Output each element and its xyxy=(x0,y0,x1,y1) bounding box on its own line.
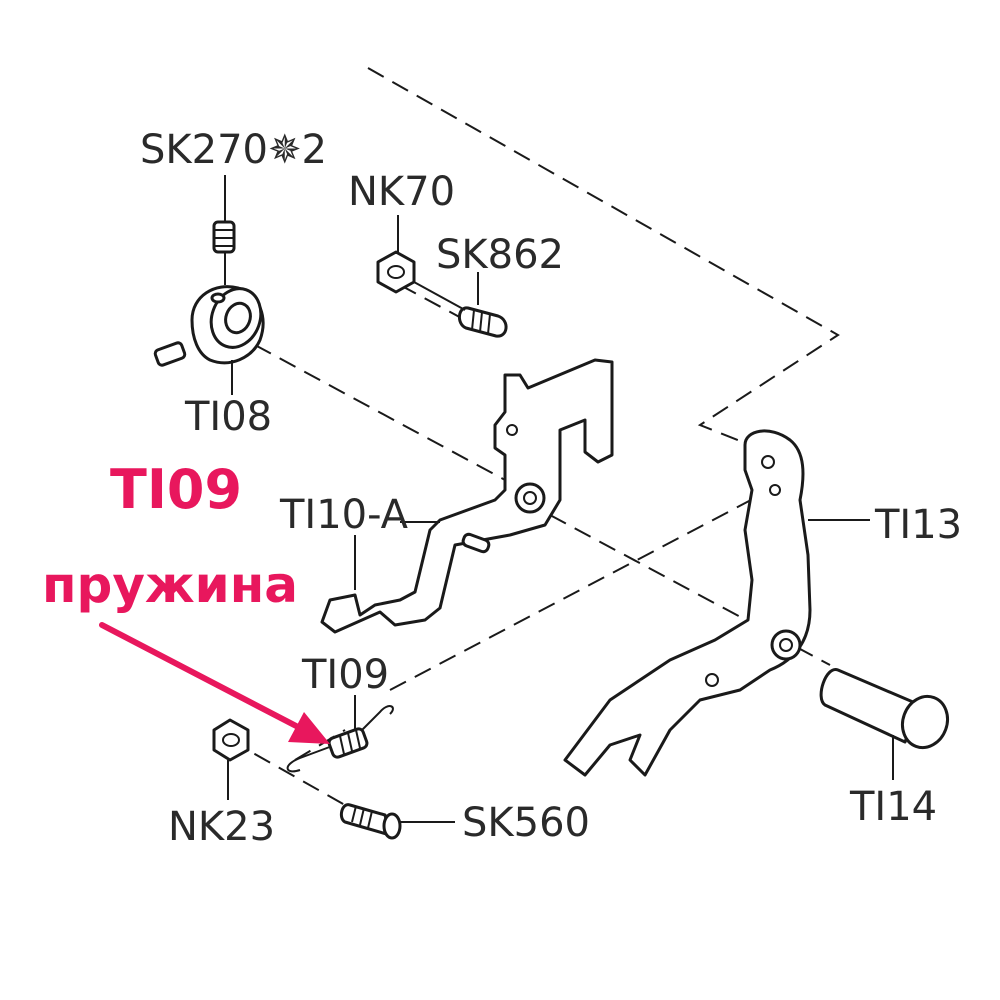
screw-sk560 xyxy=(339,803,402,840)
bracket-ti10a xyxy=(320,358,614,634)
lever-ti13 xyxy=(563,429,812,777)
nut-nk23 xyxy=(212,718,250,762)
spring-ti09 xyxy=(286,705,394,773)
label-nk70: NK70 xyxy=(348,169,455,215)
label-sk560: SK560 xyxy=(462,800,590,846)
set-screw-sk270 xyxy=(212,220,236,254)
pin-ti14 xyxy=(819,668,950,750)
set-screw-sk270-side xyxy=(153,341,187,367)
label-sk862: SK862 xyxy=(436,232,564,278)
label-ti08: TI08 xyxy=(184,394,272,440)
leader-lines xyxy=(224,175,894,823)
collar-ti08 xyxy=(190,285,265,365)
label-sk270: SK270✵2 xyxy=(140,127,327,173)
label-ti13: TI13 xyxy=(874,502,962,548)
screw-sk862 xyxy=(458,306,508,338)
label-ti09: TI09 xyxy=(301,652,389,698)
nut-nk70 xyxy=(376,250,416,294)
label-ti14: TI14 xyxy=(849,784,937,830)
highlight-arrow xyxy=(99,622,330,744)
highlight-part-code: TI09 xyxy=(110,458,242,521)
highlight-caption: пружина xyxy=(42,556,298,614)
label-nk23: NK23 xyxy=(168,804,275,850)
label-ti10a: TI10-A xyxy=(279,492,409,538)
